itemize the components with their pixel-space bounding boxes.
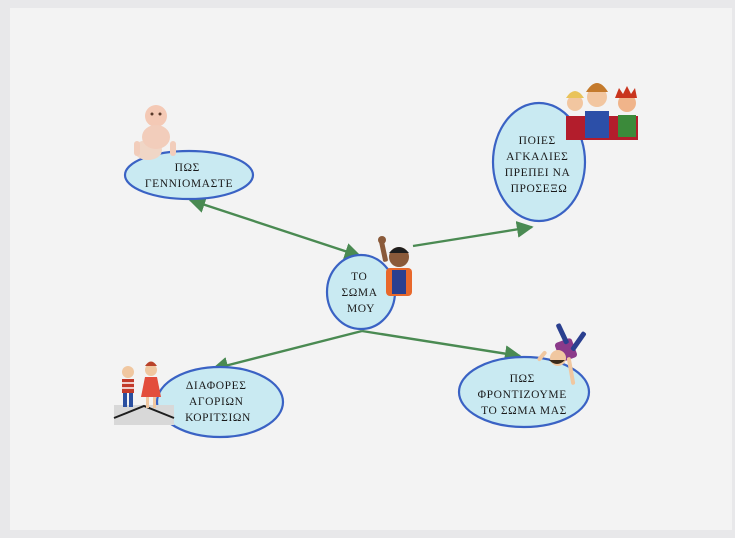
node-birth: ΠΩΣ ΓΕΝΝΙΟΜΑΣΤΕ [123, 105, 255, 201]
node-care-line-3: ΤΟ ΣΩΜΑ ΜΑΣ [481, 405, 567, 417]
node-care-line-1: ΠΩΣ [510, 373, 535, 385]
node-care-ellipse [457, 355, 591, 429]
cartwheel-child-icon [537, 323, 586, 385]
node-hugs-line-3: ΠΡΕΠΕΙ ΝΑ [505, 167, 571, 179]
node-differences: ΔΙΑΦΟΡΕΣ ΑΓΟΡΙΩΝ ΚΟΡΙΤΣΙΩΝ [113, 361, 285, 439]
baby-icon [134, 105, 176, 160]
node-birth-label: ΠΩΣ ΓΕΝΝΙΟΜΑΣΤΕ [145, 162, 233, 190]
node-center-line-3: ΜΟΥ [347, 303, 375, 315]
node-center-label: ΤΟ ΣΩΜΑ ΜΟΥ [341, 271, 380, 315]
node-differences-line-3: ΚΟΡΙΤΣΙΩΝ [185, 412, 251, 424]
group-of-people-icon [566, 83, 638, 140]
node-differences-line-1: ΔΙΑΦΟΡΕΣ [186, 380, 247, 392]
node-birth-ellipse [123, 149, 255, 201]
node-hugs-line-4: ΠΡΟΣΕΞΩ [511, 183, 568, 195]
arrow-center-to-care [361, 329, 522, 362]
node-differences-label: ΔΙΑΦΟΡΕΣ ΑΓΟΡΙΩΝ ΚΟΡΙΤΣΙΩΝ [185, 380, 251, 424]
node-center-line-1: ΤΟ [351, 271, 367, 283]
node-differences-line-2: ΑΓΟΡΙΩΝ [189, 396, 244, 408]
node-hugs: ΠΟΙΕΣ ΑΓΚΑΛΙΕΣ ΠΡΕΠΕΙ ΝΑ ΠΡΟΣΕΞΩ [491, 83, 638, 223]
arrow-center-to-hugs [412, 221, 534, 248]
node-birth-line-1: ΠΩΣ [175, 162, 200, 174]
node-hugs-line-1: ΠΟΙΕΣ [519, 135, 556, 147]
arrow-center-to-differences [211, 329, 363, 374]
node-hugs-label: ΠΟΙΕΣ ΑΓΚΑΛΙΕΣ ΠΡΕΠΕΙ ΝΑ ΠΡΟΣΕΞΩ [505, 135, 574, 195]
node-center: ΤΟ ΣΩΜΑ ΜΟΥ [325, 236, 412, 331]
arrow-center-to-birth [188, 196, 362, 260]
node-care-line-2: ΦΡΟΝΤΙΖΟΥΜΕ [478, 389, 567, 401]
waving-boy-icon [378, 236, 412, 296]
node-care: ΠΩΣ ΦΡΟΝΤΙΖΟΥΜΕ ΤΟ ΣΩΜΑ ΜΑΣ [457, 323, 591, 429]
boy-and-girl-icon [113, 361, 175, 425]
node-hugs-line-2: ΑΓΚΑΛΙΕΣ [506, 151, 568, 163]
node-differences-ellipse [155, 365, 285, 439]
node-center-line-2: ΣΩΜΑ [341, 287, 377, 299]
node-birth-line-2: ΓΕΝΝΙΟΜΑΣΤΕ [145, 178, 233, 190]
node-hugs-ellipse [491, 101, 587, 223]
node-care-label: ΠΩΣ ΦΡΟΝΤΙΖΟΥΜΕ ΤΟ ΣΩΜΑ ΜΑΣ [478, 373, 571, 417]
